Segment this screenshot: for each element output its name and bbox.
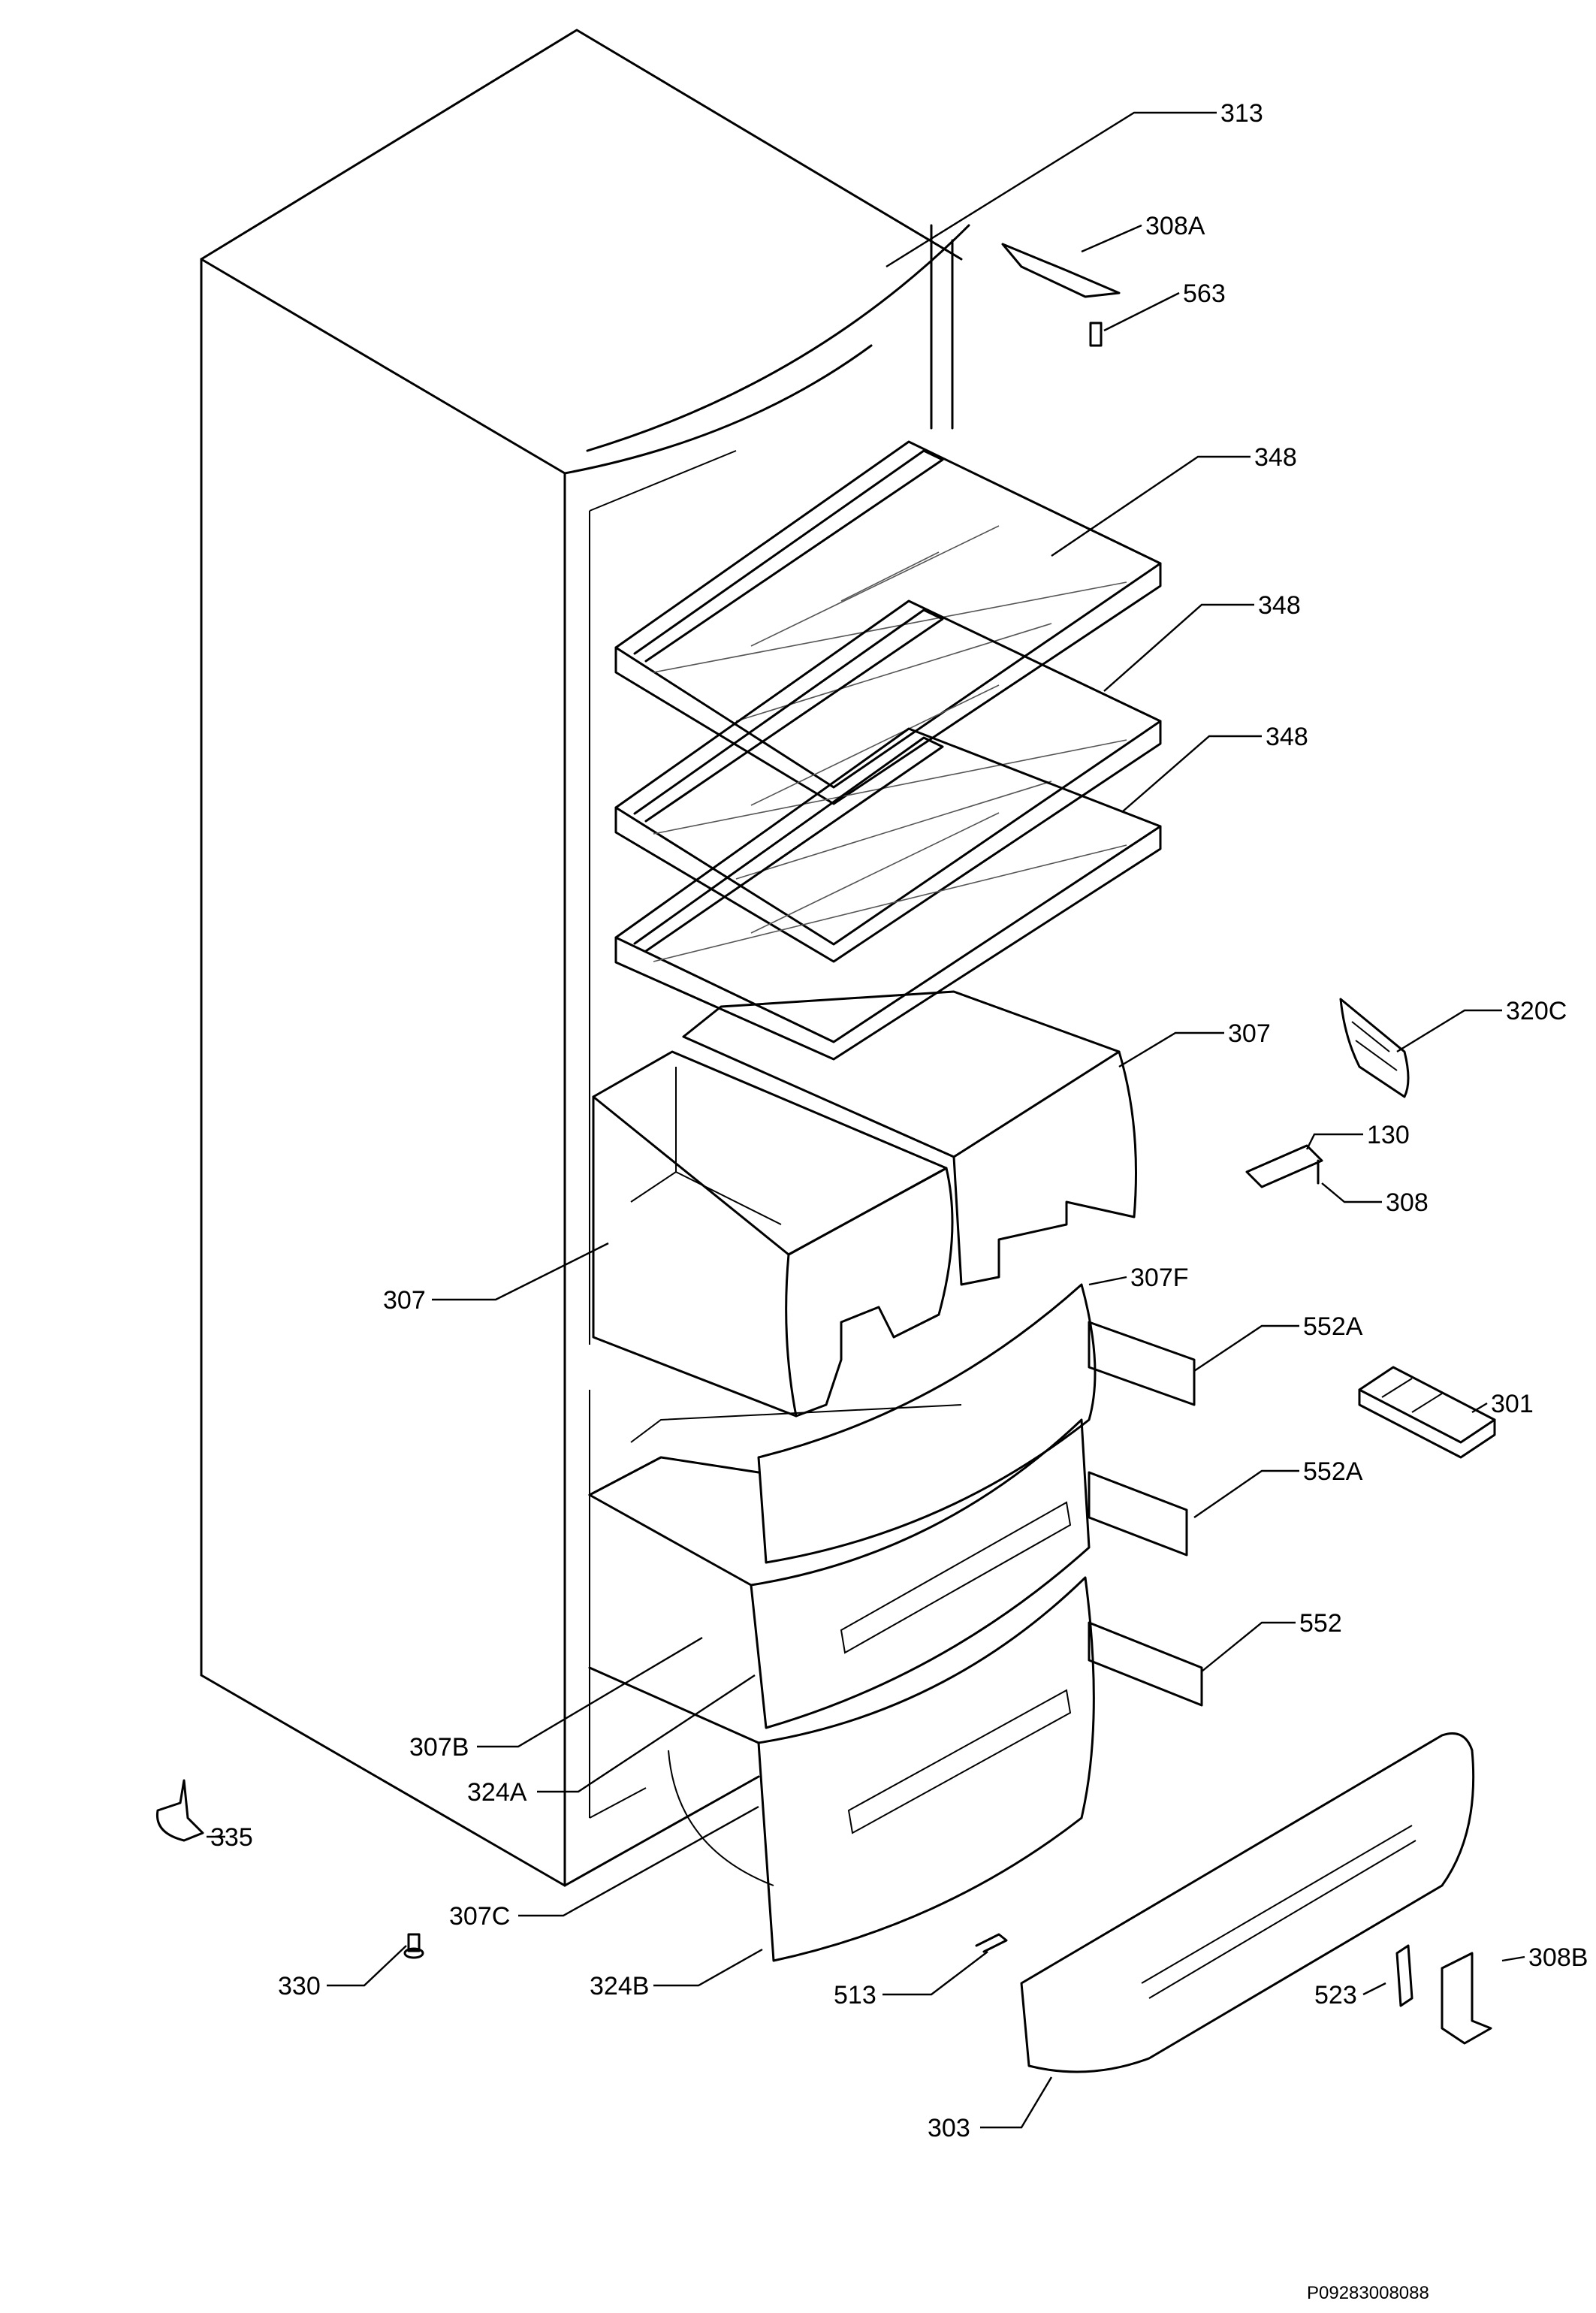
hinge-bracket-308A xyxy=(1001,243,1121,298)
label-523: 523 xyxy=(1314,1981,1357,2010)
freezer-drawer-324B xyxy=(588,1576,1095,1962)
label-330: 330 xyxy=(278,1972,321,2000)
label-348-top: 348 xyxy=(1254,443,1297,472)
label-320C: 320C xyxy=(1506,997,1567,1025)
label-307B: 307B xyxy=(409,1733,469,1762)
label-335: 335 xyxy=(210,1823,253,1852)
label-307F: 307F xyxy=(1130,1264,1189,1292)
freezer-drawer-324A xyxy=(588,1418,1091,1729)
label-552A-lower: 552A xyxy=(1303,1457,1363,1486)
label-348-middle: 348 xyxy=(1258,591,1301,620)
label-552: 552 xyxy=(1299,1609,1342,1638)
crisper-drawer-left xyxy=(592,1050,954,1418)
label-303: 303 xyxy=(928,2114,970,2142)
hinge-308B xyxy=(1441,1952,1492,2045)
label-308: 308 xyxy=(1386,1188,1429,1217)
label-324B: 324B xyxy=(590,1972,649,2000)
screw-563 xyxy=(1089,322,1103,347)
label-348-bottom: 348 xyxy=(1266,723,1308,751)
switch-130 xyxy=(1245,1144,1323,1188)
label-301: 301 xyxy=(1491,1390,1534,1418)
hinge-foot-335 xyxy=(155,1779,204,1842)
adjustable-foot-330 xyxy=(403,1933,424,1959)
freezer-flap-307F xyxy=(630,1283,1097,1564)
clip-513 xyxy=(975,1933,1008,1953)
glass-shelf-bottom xyxy=(614,727,1162,1061)
label-130: 130 xyxy=(1367,1121,1410,1149)
crisper-drawer-right xyxy=(682,990,1137,1286)
rail-552A-upper xyxy=(1088,1321,1196,1406)
rail-552 xyxy=(1088,1621,1203,1707)
drawing-code: P09283008088 xyxy=(1307,2283,1429,2303)
label-513: 513 xyxy=(834,1981,876,2010)
ice-tray-301 xyxy=(1358,1366,1496,1459)
plinth-303 xyxy=(1020,1732,1475,2073)
label-307-right: 307 xyxy=(1228,1019,1271,1048)
glass-shelf-middle xyxy=(614,599,1162,963)
leader-lines xyxy=(207,111,1525,2129)
label-307C: 307C xyxy=(449,1902,510,1931)
label-324A: 324A xyxy=(467,1778,527,1807)
part-labels: 313 308A 563 348 348 348 320C 307 130 30… xyxy=(210,99,1588,2303)
label-552A-upper: 552A xyxy=(1303,1312,1363,1341)
bracket-523 xyxy=(1395,1944,1413,2007)
label-308A: 308A xyxy=(1145,212,1205,240)
vent-grille-320C xyxy=(1339,998,1410,1098)
rail-552A-lower xyxy=(1088,1471,1188,1557)
cabinet xyxy=(200,29,970,1887)
label-307-left: 307 xyxy=(383,1286,426,1315)
label-563: 563 xyxy=(1183,279,1226,308)
label-313: 313 xyxy=(1220,99,1263,128)
label-308B: 308B xyxy=(1528,1943,1588,1972)
